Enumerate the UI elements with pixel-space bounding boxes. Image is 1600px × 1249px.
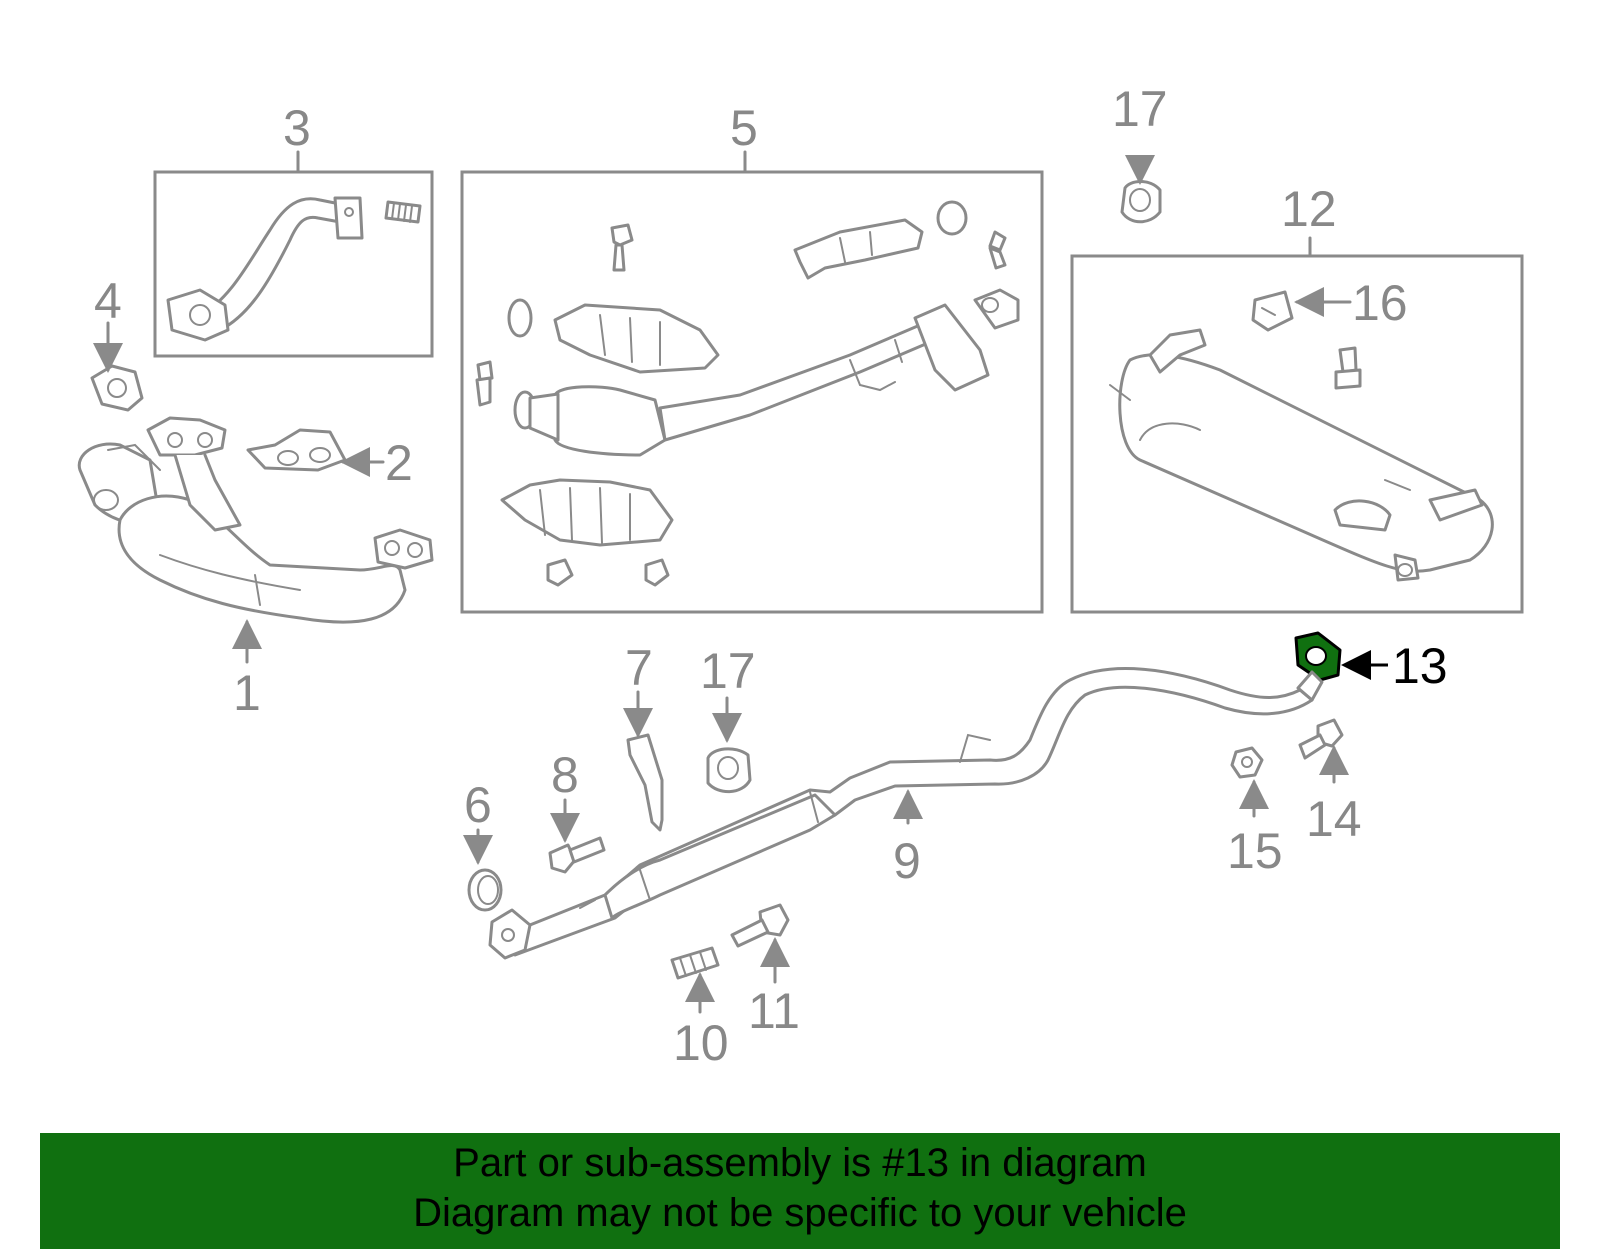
label-part-2: 2: [385, 435, 413, 491]
label-part-17-lower: 17: [700, 643, 756, 699]
assembly-box-3: [153, 170, 434, 358]
label-part-13: 13: [1392, 638, 1448, 694]
bolt-part-14: [1298, 718, 1344, 760]
assembly-box-12: [1070, 254, 1524, 614]
bolt-part-8: [548, 836, 606, 874]
label-part-6: 6: [464, 777, 492, 833]
label-part-7: 7: [625, 640, 653, 696]
label-part-3: 3: [283, 100, 311, 156]
label-part-10: 10: [673, 1015, 729, 1071]
label-part-14: 14: [1306, 791, 1362, 847]
hanger-part-17-top: [1120, 180, 1162, 224]
gasket-part-13-highlighted[interactable]: [1294, 631, 1342, 682]
bolt-part-11: [730, 903, 790, 948]
exhaust-manifold-part-1: [77, 416, 434, 624]
exhaust-diagram: 1 2 3 4 5 6 7 8 9 10 11 12 13 14 15 16 1…: [77, 81, 1524, 1071]
front-pipe-part-3: [166, 196, 422, 342]
label-part-17-top: 17: [1112, 81, 1168, 137]
stud-part-10: [670, 946, 720, 980]
label-part-5: 5: [730, 100, 758, 156]
hanger-part-17-lower: [706, 747, 752, 794]
label-part-1: 1: [233, 665, 261, 721]
catalytic-converter-part-5: [475, 200, 1020, 587]
nut-part-15: [1230, 746, 1264, 779]
center-pipe-part-9: [488, 667, 1324, 960]
banner-line-1: Part or sub-assembly is #13 in diagram: [453, 1141, 1147, 1185]
label-part-15: 15: [1227, 823, 1283, 879]
clamp-part-6: [467, 868, 503, 912]
assembly-box-5: [460, 170, 1044, 614]
label-part-9: 9: [893, 833, 921, 889]
banner-line-2: Diagram may not be specific to your vehi…: [413, 1191, 1187, 1235]
label-part-12: 12: [1281, 181, 1337, 237]
muffler-part-12: [1109, 290, 1494, 582]
label-part-11: 11: [748, 983, 800, 1039]
gasket-part-2: [246, 428, 347, 472]
bracket-part-7: [626, 733, 664, 832]
label-part-4: 4: [94, 273, 122, 329]
label-part-8: 8: [551, 747, 579, 803]
label-part-16: 16: [1352, 275, 1408, 331]
part-info-banner: Part or sub-assembly is #13 in diagram D…: [40, 1133, 1560, 1249]
gasket-part-4: [90, 364, 144, 412]
